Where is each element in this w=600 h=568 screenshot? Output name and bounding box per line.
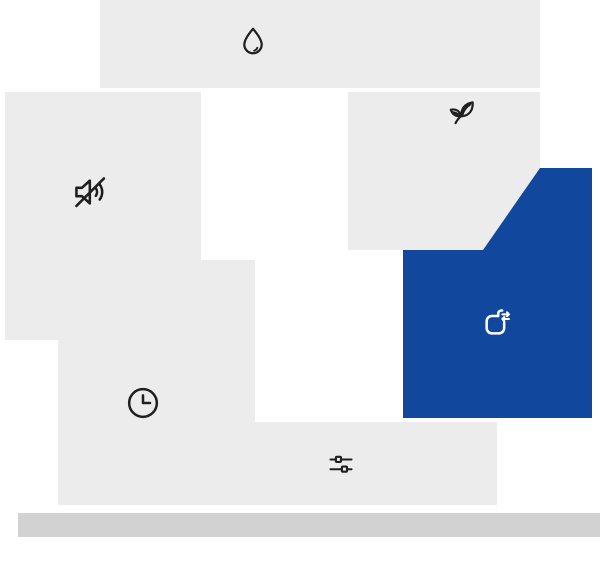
- leaf-eco-icon: [441, 94, 479, 132]
- water-drop-icon: [235, 24, 271, 60]
- sliders-options-icon: [323, 446, 359, 482]
- horizontal-scrollbar[interactable]: [18, 513, 600, 537]
- tile-water-drop[interactable]: [100, 0, 540, 88]
- clock-icon: [123, 383, 163, 423]
- tile-sliders-options[interactable]: [200, 422, 497, 505]
- speaker-mute-icon: [68, 170, 112, 214]
- faucet-swap-icon: [475, 302, 515, 342]
